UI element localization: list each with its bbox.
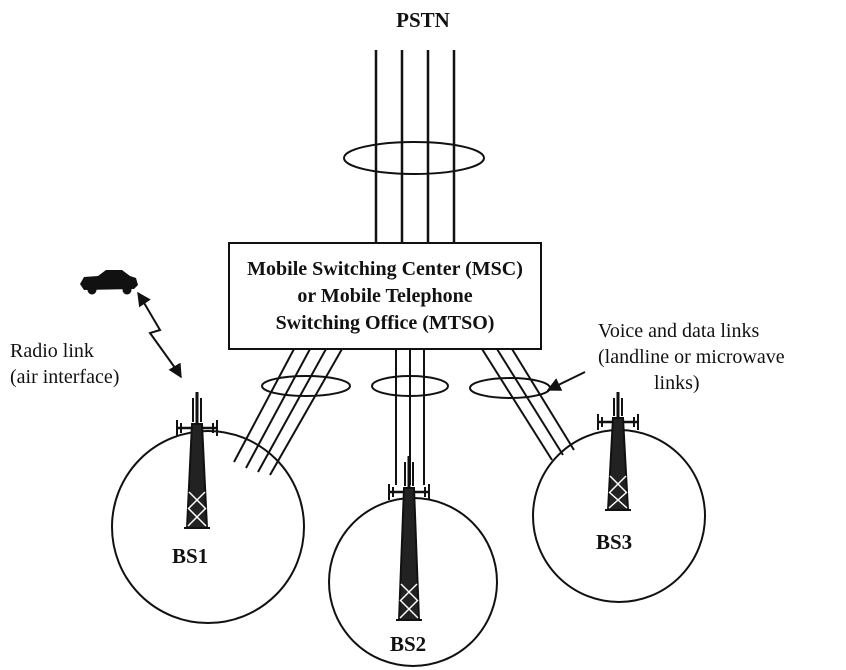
bs1-link-lines (233, 348, 343, 476)
bs1-cell (111, 430, 305, 624)
radio-link-label: Radio link (air interface) (10, 338, 119, 390)
bs1-label: BS1 (172, 544, 209, 568)
msc-label-line3: Switching Office (MTSO) (275, 311, 495, 334)
voice-data-label-line2: (landline or microwave (598, 346, 785, 368)
msc-label-line1: Mobile Switching Center (MSC) (247, 257, 523, 280)
pointer-arrow-icon (546, 371, 586, 391)
bs2-link-ellipse (371, 375, 449, 397)
radio-link-label-line1: Radio link (10, 340, 94, 362)
msc-box: Mobile Switching Center (MSC) or Mobile … (228, 242, 542, 350)
voice-data-links-label: Voice and data links (landline or microw… (598, 318, 785, 396)
pstn-bundle-ellipse (343, 141, 485, 175)
tower-icon (176, 392, 218, 529)
bs3-label: BS3 (596, 530, 633, 554)
car-icon (80, 270, 138, 295)
tower-icon (388, 456, 430, 621)
radio-link-label-line2: (air interface) (10, 366, 120, 388)
msc-label-line2: or Mobile Telephone (297, 284, 473, 307)
bs3-link-lines (481, 348, 575, 461)
pstn-label: PSTN (396, 8, 450, 32)
voice-data-label-line1: Voice and data links (598, 320, 760, 342)
pstn-trunk-lines (374, 50, 456, 243)
radio-link-zigzag-icon (137, 291, 182, 379)
bs2-label: BS2 (390, 632, 427, 656)
tower-icon (597, 392, 639, 511)
voice-data-label-line3: links) (654, 372, 700, 394)
bs1-link-ellipse (261, 375, 351, 397)
